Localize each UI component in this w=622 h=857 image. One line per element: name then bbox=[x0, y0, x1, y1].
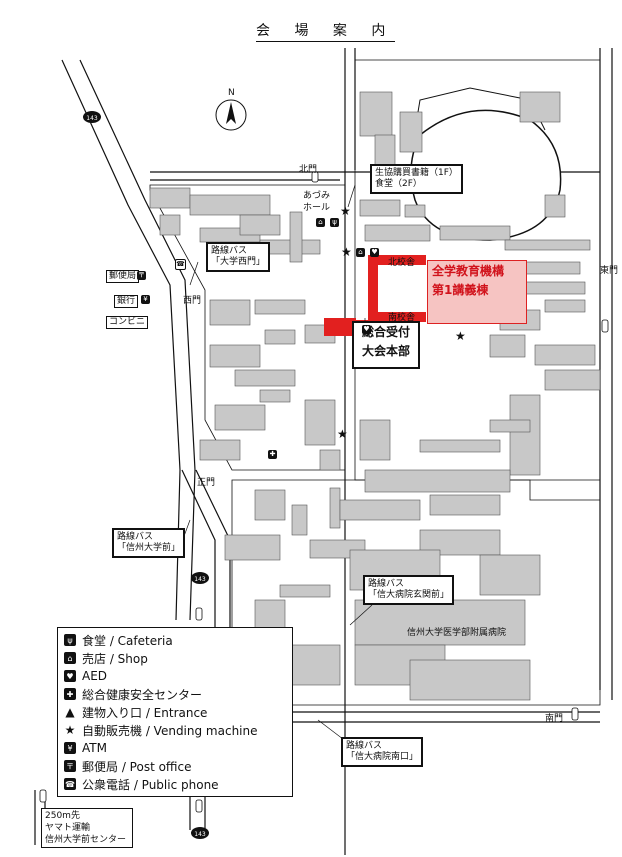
coop-tag: 生協購買書籍（1F） 食堂（2F） bbox=[370, 164, 463, 194]
bank-label: 銀行 bbox=[114, 295, 139, 308]
vending-machine-icon: ★ bbox=[340, 204, 351, 218]
traffic-signals bbox=[39, 171, 609, 813]
entrance-icon: ▲ bbox=[65, 705, 75, 719]
highlight-building-label: 全学教育機構 第1講義棟 bbox=[427, 260, 527, 324]
gate-main: 正門 bbox=[197, 478, 216, 488]
shop-icon: ⌂ bbox=[316, 218, 325, 227]
legend-item-public-phone: ☎公衆電話 / Public phone bbox=[64, 777, 219, 792]
shop-icon: ⌂ bbox=[356, 248, 365, 257]
shop-icon: ⌂ bbox=[64, 652, 76, 664]
vending-machine-icon: ★ bbox=[64, 723, 76, 737]
route-number: 143 bbox=[194, 576, 206, 583]
public-phone-icon: ☎ bbox=[64, 778, 76, 790]
bus-stop-hospital-south: 路線バス 「信大病院南口」 bbox=[341, 737, 424, 767]
post-office-icon: 〒 bbox=[137, 271, 146, 280]
vending-machine-icon: ★ bbox=[455, 329, 466, 343]
azumi-hall-label: あづみ ホール bbox=[303, 191, 331, 213]
legend-item-aed: ♥AED bbox=[64, 668, 107, 684]
bus-stop-west-gate: 路線バス 「大学西門」 bbox=[206, 242, 271, 272]
route-shields: 143 143 143 bbox=[83, 111, 209, 839]
health-center-icon: ✚ bbox=[64, 688, 76, 700]
atm-icon: ¥ bbox=[141, 295, 150, 304]
aed-icon: ♥ bbox=[64, 670, 76, 682]
bus-stop-hospital-entrance: 路線バス 「信大病院玄関前」 bbox=[363, 575, 455, 605]
hospital-label: 信州大学医学部附属病院 bbox=[407, 628, 507, 638]
north-label: N bbox=[228, 88, 235, 98]
public-phone-icon: ☎ bbox=[175, 259, 186, 270]
north-arrow: N bbox=[214, 88, 248, 136]
coop-line2: 食堂（2F） bbox=[375, 179, 422, 189]
legend-item-shop: ⌂売店 / Shop bbox=[64, 650, 148, 666]
convenience-store-label: コンビニ bbox=[106, 316, 149, 329]
aed-icon: ♥ bbox=[370, 248, 379, 257]
vending-machine-icon: ★ bbox=[341, 245, 352, 259]
south-school-label: 南校舎 bbox=[388, 313, 416, 323]
reception-label: 総合受付 大会本部 bbox=[352, 321, 420, 369]
atm-icon: ¥ bbox=[64, 742, 76, 754]
map-title: 会 場 案 内 bbox=[256, 20, 396, 42]
legend-item-health-center: ✚総合健康安全センター bbox=[64, 686, 202, 702]
gate-east: 東門 bbox=[600, 266, 619, 276]
cafeteria-icon: ψ bbox=[330, 218, 339, 227]
north-school-label: 北校舎 bbox=[388, 258, 416, 268]
cafeteria-icon: ψ bbox=[64, 634, 76, 646]
legend-item-post-office: 〒郵便局 / Post office bbox=[64, 759, 192, 774]
gate-south: 南門 bbox=[545, 714, 564, 724]
post-office-icon: 〒 bbox=[64, 760, 76, 772]
vending-machine-icon: ★ bbox=[337, 427, 348, 441]
gate-north: 北門 bbox=[299, 165, 318, 175]
health-center-icon: ✚ bbox=[268, 450, 277, 459]
legend-item-vending-machine: ★自動販売機 / Vending machine bbox=[64, 723, 258, 738]
coop-line1: 生協購買書籍（1F） bbox=[375, 168, 458, 178]
bus-stop-shinshu-univ: 路線バス 「信州大学前」 bbox=[112, 528, 186, 558]
route-number: 143 bbox=[86, 115, 98, 122]
gate-west: 西門 bbox=[183, 296, 202, 306]
aed-icon: ♥ bbox=[362, 325, 371, 334]
delivery-depot-note: 250m先 ヤマト運輸 信州大学前センター bbox=[41, 808, 133, 848]
route-number: 143 bbox=[194, 831, 206, 838]
legend-item-atm: ¥ATM bbox=[64, 740, 107, 756]
post-office-label: 郵便局 bbox=[106, 270, 140, 283]
legend-item-entrance: ▲建物入り口 / Entrance bbox=[65, 705, 208, 720]
